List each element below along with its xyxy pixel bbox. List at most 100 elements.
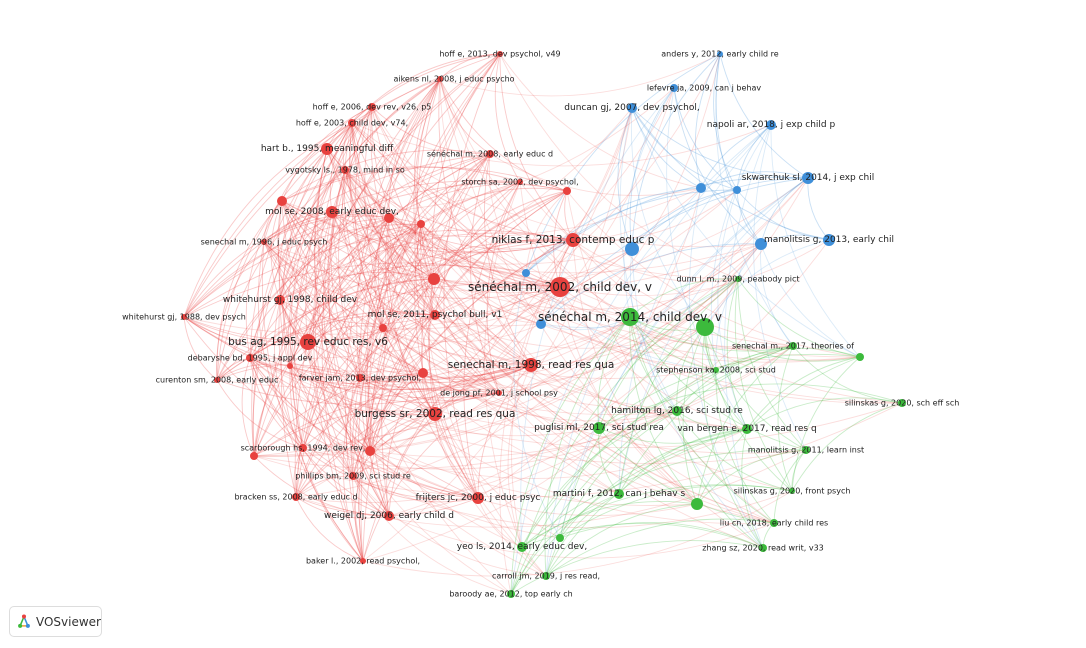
- network-node[interactable]: [670, 84, 678, 92]
- network-node[interactable]: [522, 269, 530, 277]
- network-node[interactable]: [802, 172, 814, 184]
- network-node[interactable]: [713, 367, 719, 373]
- node-label[interactable]: scarborough hs, 1994, dev rev,: [241, 444, 366, 453]
- network-node[interactable]: [517, 542, 527, 552]
- node-label[interactable]: baroody ae, 2012, top early ch: [449, 590, 572, 599]
- network-node[interactable]: [614, 489, 624, 499]
- network-node[interactable]: [563, 187, 571, 195]
- network-node[interactable]: [691, 498, 703, 510]
- network-node[interactable]: [261, 239, 267, 245]
- node-label[interactable]: carroll jm, 2019, j res read,: [492, 572, 600, 581]
- network-node[interactable]: [486, 150, 494, 158]
- node-label[interactable]: whitehurst gj, 1998, child dev: [223, 295, 358, 305]
- network-node[interactable]: [292, 493, 300, 501]
- node-label[interactable]: manolitsis g, 2013, early chil: [764, 235, 894, 245]
- network-node[interactable]: [733, 186, 741, 194]
- node-label[interactable]: duncan gj, 2007, dev psychol,: [564, 103, 699, 113]
- network-node[interactable]: [384, 213, 394, 223]
- node-label[interactable]: silinskas g, 2020, sch eff sch: [845, 399, 960, 408]
- network-node[interactable]: [550, 277, 570, 297]
- node-label[interactable]: lefevre ja, 2009, can j behav: [647, 84, 762, 93]
- network-node[interactable]: [277, 196, 287, 206]
- node-label[interactable]: liu cn, 2018, early child res: [720, 519, 828, 528]
- network-node[interactable]: [755, 238, 767, 250]
- node-label[interactable]: zhang sz, 2020, read writ, v33: [702, 544, 824, 553]
- node-label[interactable]: stephenson ka, 2008, sci stud: [656, 366, 776, 375]
- node-label[interactable]: senechal m, 1998, read res qua: [448, 359, 615, 371]
- network-node[interactable]: [246, 354, 254, 362]
- node-label[interactable]: sénéchal m, 2008, early educ d: [427, 149, 553, 159]
- network-node[interactable]: [517, 179, 523, 185]
- network-node[interactable]: [789, 342, 797, 350]
- node-label[interactable]: napoli ar, 2018, j exp child p: [707, 120, 836, 130]
- network-node[interactable]: [360, 558, 366, 564]
- node-label[interactable]: manolitsis g, 2011, learn inst: [748, 446, 864, 455]
- node-label[interactable]: senechal m, 1996, j educ psych: [201, 238, 328, 247]
- network-node[interactable]: [379, 324, 387, 332]
- node-label[interactable]: senechal m., 2017, theories of: [732, 342, 854, 351]
- network-node[interactable]: [418, 368, 428, 378]
- node-label[interactable]: mol se, 2011, psychol bull, v1: [368, 310, 503, 320]
- network-node[interactable]: [770, 519, 778, 527]
- network-node[interactable]: [299, 444, 307, 452]
- network-node[interactable]: [507, 590, 515, 598]
- network-node[interactable]: [356, 374, 364, 382]
- node-label[interactable]: hoff e, 2003, child dev, v74,: [296, 119, 408, 128]
- node-label[interactable]: puglisi ml, 2017, sci stud rea: [534, 423, 664, 433]
- node-label[interactable]: sénéchal m, 2002, child dev, v: [468, 280, 652, 294]
- network-node[interactable]: [287, 363, 293, 369]
- node-label[interactable]: anders y, 2012, early child re: [661, 50, 779, 59]
- network-node[interactable]: [625, 242, 639, 256]
- network-node[interactable]: [898, 399, 906, 407]
- node-label[interactable]: weigel dj, 2006, early child d: [324, 511, 454, 521]
- network-node[interactable]: [348, 119, 356, 127]
- network-node[interactable]: [368, 103, 376, 111]
- network-node[interactable]: [735, 276, 741, 282]
- node-label[interactable]: mol se, 2008, early educ dev,: [265, 207, 399, 217]
- node-label[interactable]: phillips bm, 2009, sci stud re: [295, 472, 411, 481]
- node-label[interactable]: martini f, 2012, can j behav s: [553, 489, 686, 499]
- network-node[interactable]: [823, 234, 835, 246]
- network-node[interactable]: [496, 390, 502, 396]
- network-node[interactable]: [428, 273, 440, 285]
- network-node[interactable]: [321, 143, 333, 155]
- network-node[interactable]: [717, 51, 723, 57]
- node-label[interactable]: dunn l. m., 2009, peabody pict: [676, 275, 799, 284]
- node-label[interactable]: burgess sr, 2002, read res qua: [355, 408, 516, 420]
- network-node[interactable]: [275, 295, 285, 305]
- node-label[interactable]: debaryshe bd, 1995, j appl dev: [188, 354, 313, 363]
- node-label[interactable]: hart b., 1995, meaningful diff: [261, 144, 394, 154]
- vosviewer-logo[interactable]: VOSviewer: [9, 606, 102, 637]
- network-node[interactable]: [766, 120, 776, 130]
- network-node[interactable]: [430, 310, 440, 320]
- network-node[interactable]: [341, 166, 349, 174]
- network-node[interactable]: [742, 424, 752, 434]
- network-node[interactable]: [365, 446, 375, 456]
- node-label[interactable]: silinskas g, 2020, front psych: [734, 487, 851, 496]
- node-label[interactable]: curenton sm, 2008, early educ: [156, 376, 279, 385]
- node-label[interactable]: farver jam, 2013, dev psychol,: [299, 374, 421, 383]
- node-label[interactable]: hoff e, 2006, dev rev, v26, p5: [313, 103, 432, 112]
- network-node[interactable]: [536, 319, 546, 329]
- node-label[interactable]: bus ag, 1995, rev educ res, v6: [228, 336, 388, 348]
- network-node[interactable]: [326, 206, 338, 218]
- node-label[interactable]: baker l., 2002, read psychol,: [306, 557, 420, 566]
- node-label[interactable]: whitehurst gj, 1988, dev psych: [122, 313, 246, 322]
- node-label[interactable]: de jong pf, 2001, j school psy: [440, 389, 558, 398]
- network-node[interactable]: [556, 534, 564, 542]
- network-node[interactable]: [789, 488, 795, 494]
- network-node[interactable]: [566, 233, 580, 247]
- network-node[interactable]: [428, 407, 442, 421]
- node-label[interactable]: skwarchuk sl, 2014, j exp chil: [742, 173, 875, 183]
- node-label[interactable]: yeo ls, 2014, early educ dev,: [457, 542, 587, 552]
- network-node[interactable]: [856, 353, 864, 361]
- network-node[interactable]: [696, 318, 714, 336]
- network-node[interactable]: [472, 492, 484, 504]
- node-label[interactable]: niklas f, 2013, contemp educ p: [492, 234, 655, 246]
- network-node[interactable]: [214, 377, 220, 383]
- network-node[interactable]: [437, 76, 443, 82]
- node-label[interactable]: sénéchal m, 2014, child dev, v: [538, 310, 722, 324]
- network-node[interactable]: [696, 183, 706, 193]
- network-node[interactable]: [627, 103, 637, 113]
